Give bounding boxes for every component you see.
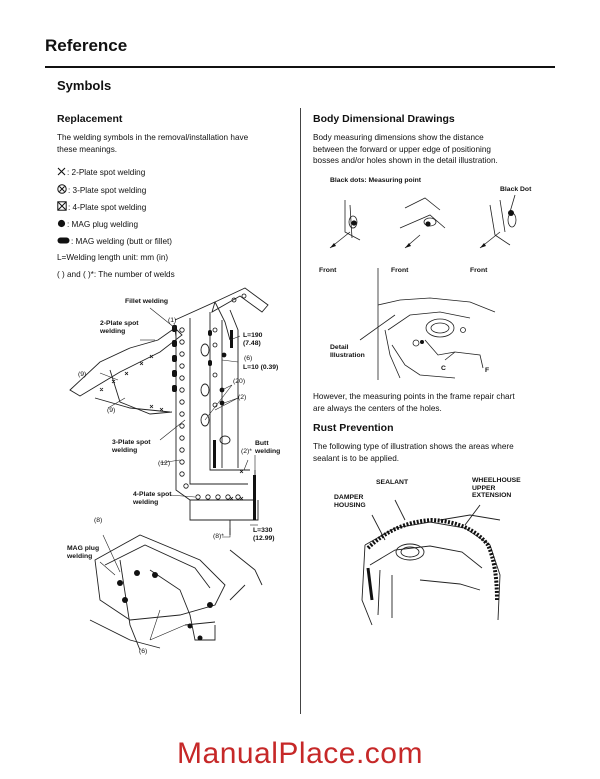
label-fillet-welding: Fillet welding: [125, 298, 169, 305]
label-n8star: (8)*: [213, 533, 224, 540]
symbol-label: : MAG plug welding: [67, 220, 138, 229]
label-l190: L=190(7.48): [243, 332, 262, 347]
label-line: DAMPER: [334, 494, 364, 501]
label-line: 2-Plate spot: [100, 320, 139, 327]
label-f: F: [485, 367, 490, 374]
label-n9a: (9): [78, 371, 87, 378]
paragraph-line: between the forward or upper edge of pos…: [313, 144, 491, 154]
rust-heading: Rust Prevention: [313, 422, 394, 434]
label-n2: (2): [238, 394, 247, 401]
symbol-2-plate: : 2-Plate spot welding: [57, 167, 145, 178]
label-n1: (1): [168, 317, 177, 324]
watermark: ManualPlace.com: [177, 737, 423, 770]
label-n20: (20): [233, 378, 246, 385]
symbol-4-plate: : 4-Plate spot welding: [57, 201, 146, 213]
symbol-3-plate: : 3-Plate spot welding: [57, 184, 146, 196]
x-mark-icon: [57, 167, 66, 178]
boxed-x-icon: [57, 201, 67, 213]
label-line: 3-Plate spot: [112, 439, 151, 446]
label-l330: L=330(12.99): [253, 527, 275, 542]
section-heading: Symbols: [57, 78, 112, 93]
body-dim-heading: Body Dimensional Drawings: [313, 113, 455, 125]
label-line: welding: [67, 552, 93, 560]
label-line: Detail: [330, 344, 349, 351]
label-black-dot: Black Dot: [500, 186, 532, 193]
paragraph-line: Body measuring dimensions show the dista…: [313, 133, 484, 142]
filled-oval-icon: [57, 236, 70, 247]
label-line: Illustration: [330, 351, 365, 359]
title-rule: [45, 66, 555, 68]
symbol-label: : 3-Plate spot welding: [68, 185, 147, 195]
label-line: HOUSING: [334, 501, 366, 509]
length-unit-note: L=Welding length unit: mm (in): [57, 253, 169, 262]
symbol-label: : 2-Plate spot welding: [67, 168, 146, 177]
label-n8: (8): [94, 517, 103, 524]
label-line: welding: [133, 498, 159, 506]
paragraph-line: sealant is to be applied.: [313, 453, 400, 463]
label-black-dots: Black dots: Measuring point: [330, 177, 422, 184]
body-dim-note: However, the measuring points in the fra…: [313, 391, 515, 414]
paragraph-line: bosses and/or holes shown in the detail …: [313, 156, 498, 165]
label-line: 4-Plate spot: [133, 491, 172, 498]
rust-paragraph: The following type of illustration shows…: [313, 441, 514, 464]
label-line: welding: [112, 446, 138, 454]
filled-dot-icon: [57, 219, 66, 230]
weld-count-note: ( ) and ( )*: The number of welds: [57, 270, 175, 279]
label-line: welding: [255, 447, 281, 455]
intro-line: these meanings.: [57, 144, 118, 154]
paragraph-line: The following type of illustration shows…: [313, 442, 514, 451]
symbol-mag-welding: : MAG welding (butt or fillet): [57, 236, 172, 247]
label-line: (12.99): [253, 534, 275, 542]
label-n6a: (6): [244, 355, 253, 362]
label-line: WHEELHOUSE: [472, 477, 521, 484]
label-line: MAG plug: [67, 545, 100, 552]
symbol-label: : 4-Plate spot welding: [68, 202, 147, 212]
label-front-3: Front: [470, 267, 488, 274]
symbol-label: : MAG welding (butt or fillet): [71, 237, 173, 246]
label-line: UPPER: [472, 484, 496, 492]
replacement-intro: The welding symbols in the removal/insta…: [57, 132, 248, 155]
label-line: Butt: [255, 440, 269, 447]
replacement-heading: Replacement: [57, 113, 123, 125]
page-title: Reference: [45, 36, 128, 55]
label-line: L=330: [253, 527, 273, 534]
body-dim-paragraph: Body measuring dimensions show the dista…: [313, 132, 498, 167]
symbol-mag-plug: : MAG plug welding: [57, 219, 138, 230]
label-line: (7.48): [243, 339, 261, 347]
label-front-1: Front: [319, 267, 337, 274]
label-n6b: (6): [139, 648, 148, 655]
label-n2star: (2)*: [241, 448, 252, 455]
paragraph-line: However, the measuring points in the fra…: [313, 392, 515, 401]
label-n9b: (9): [107, 407, 116, 414]
label-n12: (12): [158, 460, 171, 467]
label-sealant: SEALANT: [376, 479, 409, 486]
label-line: L=190: [243, 332, 263, 339]
column-divider: [300, 108, 301, 714]
circled-x-icon: [57, 184, 67, 196]
label-front-2: Front: [391, 267, 409, 274]
label-line: EXTENSION: [472, 492, 512, 500]
intro-line: The welding symbols in the removal/insta…: [57, 133, 249, 142]
paragraph-line: are always the centers of the holes.: [313, 403, 442, 413]
label-c: C: [441, 365, 446, 372]
label-line: welding: [100, 327, 126, 335]
label-l10: L=10 (0.39): [243, 364, 279, 371]
